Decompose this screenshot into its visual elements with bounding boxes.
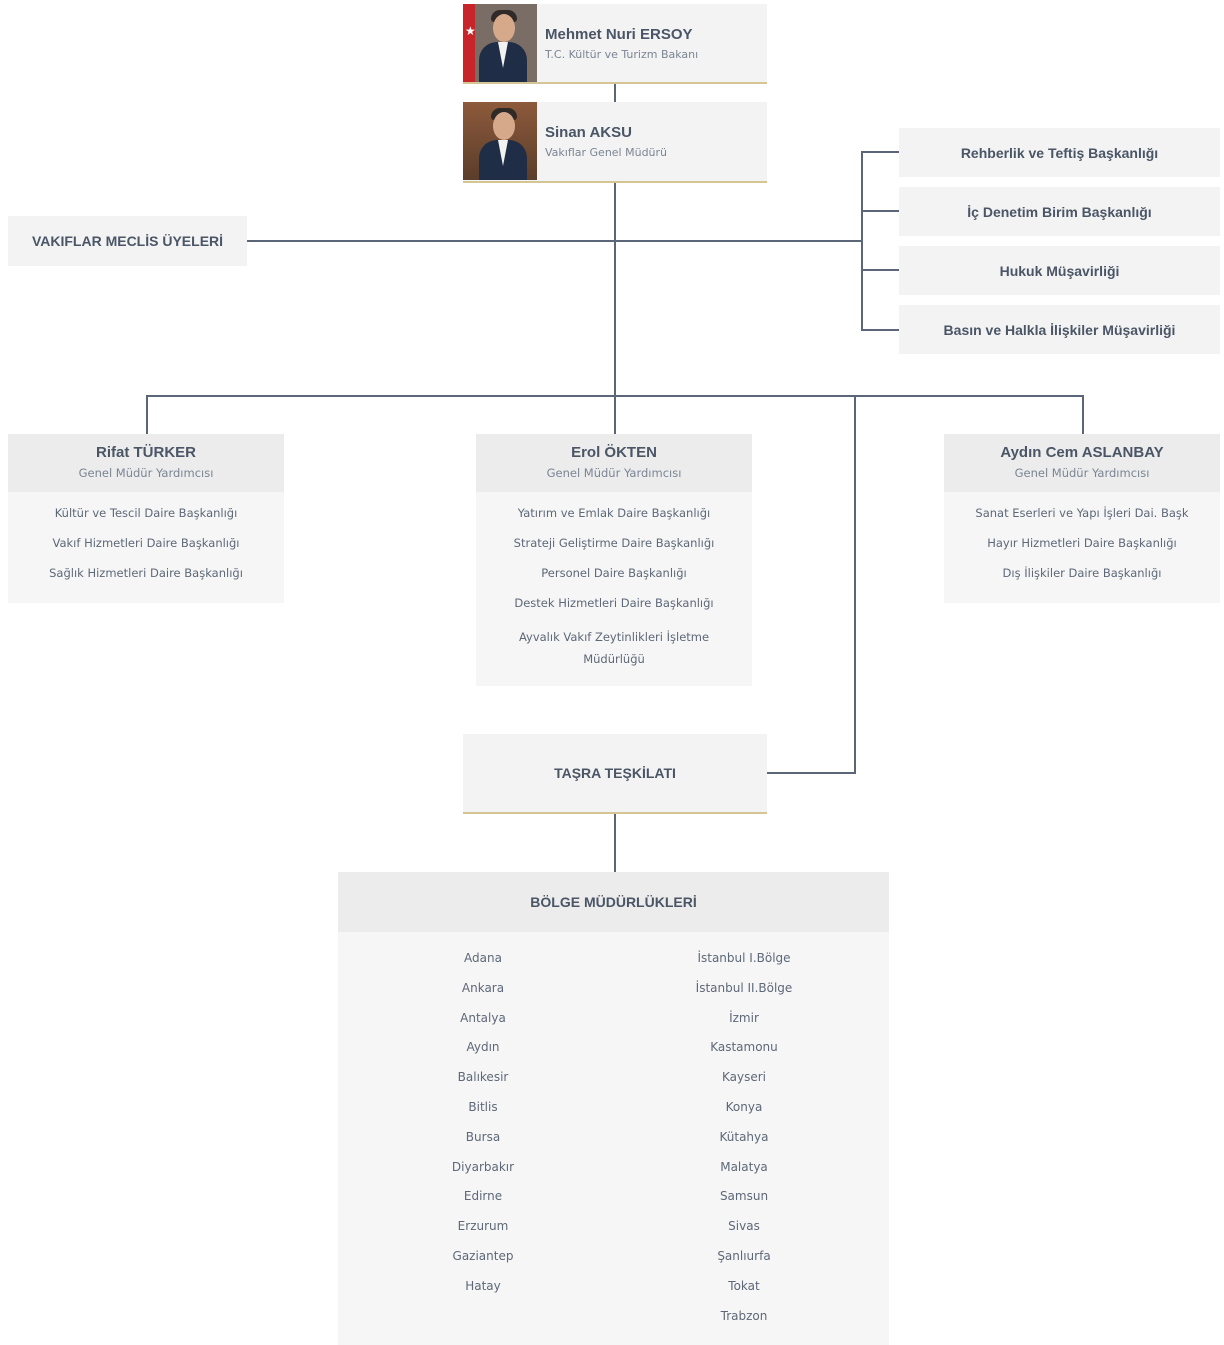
connector-main-trunk (614, 183, 616, 434)
region-item: Konya (725, 1099, 763, 1114)
director-card: Sinan AKSU Vakıflar Genel Müdürü (463, 102, 767, 183)
provincial-box: TAŞRA TEŞKİLATI (463, 734, 767, 814)
region-item: Adana (464, 951, 502, 965)
region-item: Şanlıurfa (717, 1248, 771, 1263)
connector-advisory-2 (861, 210, 899, 212)
deputy-card-1: Rifat TÜRKER Genel Müdür Yardımcısı Kült… (8, 434, 284, 603)
connector-council (247, 240, 862, 242)
deputy-role: Genel Müdür Yardımcısı (78, 466, 214, 480)
region-item: Tokat (728, 1278, 760, 1293)
region-item: Kayseri (721, 1070, 766, 1085)
unit-item: Destek Hizmetleri Daire Başkanlığı (514, 596, 714, 610)
region-item: Ankara (461, 980, 505, 995)
region-item: Bursa (465, 1129, 501, 1144)
connector-deputy-left (146, 395, 148, 434)
director-title: Vakıflar Genel Müdürü (545, 146, 668, 159)
unit-item: Hayır Hizmetleri Daire Başkanlığı (987, 536, 1177, 550)
council-box: VAKIFLAR MECLİS ÜYELERİ (8, 216, 247, 266)
unit-item: Dış İlişkiler Daire Başkanlığı (1002, 566, 1162, 580)
deputy-name: Rifat TÜRKER (96, 444, 196, 461)
connector-advisory-4 (861, 329, 899, 331)
region-item: Trabzon (720, 1308, 768, 1323)
region-item: Edirne (463, 1189, 503, 1204)
unit-item: Personel Daire Başkanlığı (541, 566, 687, 580)
advisory-box-3: Hukuk Müşavirliği (899, 246, 1220, 295)
minister-title: T.C. Kültür ve Turizm Bakanı (545, 47, 699, 61)
advisory-box-2: İç Denetim Birim Başkanlığı (899, 187, 1220, 236)
region-item: Erzurum (457, 1219, 509, 1234)
connector-deputy-right (1082, 395, 1084, 434)
flag-star-icon: ★ (465, 24, 476, 38)
connector-advisory-3 (861, 269, 899, 271)
director-name: Sinan AKSU (545, 124, 632, 141)
deputy-role: Genel Müdür Yardımcısı (1014, 466, 1150, 480)
minister-name: Mehmet Nuri ERSOY (545, 25, 693, 43)
region-item: Antalya (460, 1010, 506, 1025)
deputy-role: Genel Müdür Yardımcısı (546, 466, 682, 480)
region-item: Aydın (466, 1040, 500, 1055)
connector-advisory-1 (861, 151, 899, 153)
minister-portrait-icon: ★ (463, 4, 537, 82)
minister-card: ★ Mehmet Nuri ERSOY T.C. Kültür ve Turiz… (463, 4, 767, 84)
unit-item: Ayvalık Vakıf Zeytinlikleri İşletme Müdü… (518, 630, 710, 666)
unit-item: Sağlık Hizmetleri Daire Başkanlığı (49, 566, 243, 580)
region-item: Kütahya (719, 1129, 769, 1144)
region-item: İstanbul II.Bölge (695, 980, 793, 995)
director-portrait-icon (463, 102, 537, 180)
region-list-right: İstanbul I.Bölge İstanbul II.Bölge İzmir… (644, 948, 844, 1335)
unit-item: Yatırım ve Emlak Daire Başkanlığı (517, 506, 711, 520)
region-item: Balıkesir (457, 1070, 509, 1085)
connector-regional (614, 814, 616, 872)
region-item: Bitlis (468, 1099, 498, 1114)
connector-advisory-spine (861, 151, 863, 331)
region-item: Hatay (465, 1278, 501, 1293)
region-item: Kastamonu (710, 1040, 778, 1055)
connector-provincial-spine (854, 395, 856, 774)
region-item: İzmir (729, 1010, 759, 1025)
region-list-left: Adana Ankara Antalya Aydın Balıkesir Bit… (383, 948, 583, 1306)
advisory-box-4: Basın ve Halkla İlişkiler Müşavirliği (899, 305, 1220, 354)
region-item: Diyarbakır (451, 1159, 515, 1174)
connector-provincial (767, 772, 856, 774)
unit-item: Vakıf Hizmetleri Daire Başkanlığı (52, 536, 240, 550)
region-item: Gaziantep (452, 1248, 514, 1263)
unit-item: Kültür ve Tescil Daire Başkanlığı (54, 506, 238, 520)
unit-item: Strateji Geliştirme Daire Başkanlığı (513, 536, 715, 550)
connector-deputies-bar (146, 395, 1084, 397)
unit-item: Sanat Eserleri ve Yapı İşleri Dai. Başk (975, 506, 1189, 520)
regional-title: BÖLGE MÜDÜRLÜKLERİ (338, 872, 889, 932)
deputy-name: Erol ÖKTEN (571, 444, 657, 461)
region-item: İstanbul I.Bölge (697, 951, 791, 965)
deputy-card-2: Erol ÖKTEN Genel Müdür Yardımcısı Yatırı… (476, 434, 752, 686)
connector-minister-director (614, 84, 616, 102)
region-item: Sivas (728, 1219, 760, 1234)
region-item: Samsun (719, 1189, 769, 1204)
region-item: Malatya (720, 1159, 768, 1174)
advisory-box-1: Rehberlik ve Teftiş Başkanlığı (899, 128, 1220, 177)
deputy-name: Aydın Cem ASLANBAY (1000, 444, 1164, 461)
deputy-card-3: Aydın Cem ASLANBAY Genel Müdür Yardımcıs… (944, 434, 1220, 603)
regional-directorates-card: BÖLGE MÜDÜRLÜKLERİ Adana Ankara Antalya … (338, 872, 889, 1345)
